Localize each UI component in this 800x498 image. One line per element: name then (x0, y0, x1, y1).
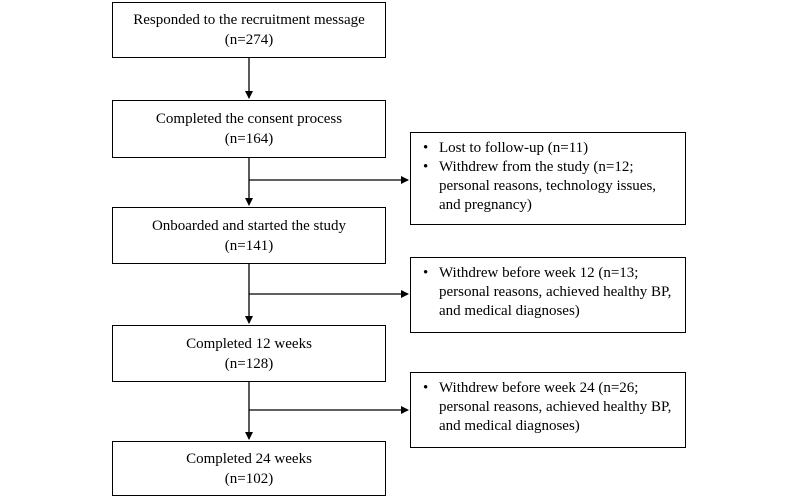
exclusion-item: Withdrew before week 24 (n=26; personal … (421, 379, 677, 436)
step-count: (n=141) (224, 237, 274, 254)
step-count: (n=102) (224, 470, 274, 487)
exclusion-box-week-12: Withdrew before week 12 (n=13; personal … (410, 257, 686, 333)
step-responded-box: Responded to the recruitment message (n=… (112, 2, 386, 58)
step-count: (n=128) (224, 355, 274, 372)
exclusion-item: Lost to follow-up (n=11) (421, 139, 677, 158)
step-title: Completed 24 weeks (186, 450, 312, 467)
exclusion-list: Lost to follow-up (n=11) Withdrew from t… (421, 139, 677, 215)
step-12-weeks-box: Completed 12 weeks (n=128) (112, 325, 386, 382)
exclusion-box-consent: Lost to follow-up (n=11) Withdrew from t… (410, 132, 686, 225)
step-title: Completed the consent process (155, 111, 343, 127)
step-title: Responded to the recruitment message (133, 12, 365, 28)
step-title: Onboarded and started the study (151, 217, 347, 234)
exclusion-list: Withdrew before week 12 (n=13; personal … (421, 264, 677, 321)
step-count: (n=164) (224, 131, 274, 147)
exclusion-item: Withdrew from the study (n=12; personal … (421, 158, 677, 215)
step-consent-box: Completed the consent process (n=164) (112, 100, 386, 158)
step-onboarded-box: Onboarded and started the study (n=141) (112, 207, 386, 264)
step-title: Completed 12 weeks (186, 335, 312, 352)
step-24-weeks-box: Completed 24 weeks (n=102) (112, 441, 386, 496)
exclusion-item: Withdrew before week 12 (n=13; personal … (421, 264, 677, 321)
exclusion-box-week-24: Withdrew before week 24 (n=26; personal … (410, 372, 686, 448)
exclusion-list: Withdrew before week 24 (n=26; personal … (421, 379, 677, 436)
step-count: (n=274) (224, 32, 274, 48)
